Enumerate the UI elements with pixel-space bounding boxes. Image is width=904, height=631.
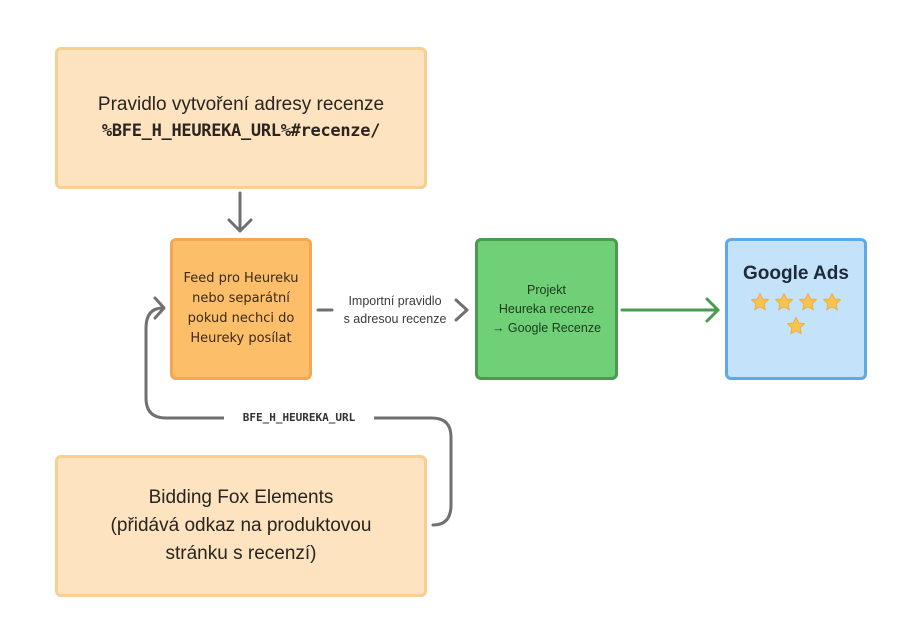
star-icon <box>750 292 770 311</box>
google-ads-node: Google Ads <box>725 238 867 380</box>
edge-label-import-rule: Importní pravidlo s adresou recenze <box>330 292 460 328</box>
rule-template: %BFE_H_HEUREKA_URL%#recenze/ <box>101 121 381 141</box>
star-icon <box>774 292 794 311</box>
bfe-text-line: (přidává odkaz na produktovou <box>110 515 372 536</box>
feed-text-line: pokud nechci do <box>187 311 295 326</box>
project-text-line: Projekt <box>527 282 566 297</box>
bfe-node: Bidding Fox Elements (přidává odkaz na p… <box>55 455 427 597</box>
rule-node: Pravidlo vytvoření adresy recenze %BFE_H… <box>55 47 427 189</box>
edge-label-line: s adresou recenze <box>343 312 447 326</box>
star-icon <box>822 292 842 311</box>
project-node: Projekt Heureka recenze → Google Recenze <box>475 238 618 380</box>
feed-text-line: Heureky posílat <box>190 331 292 346</box>
feed-text-line: nebo separátní <box>192 291 290 306</box>
arrow-project-to-ads <box>620 297 720 323</box>
edge-label-line: Importní pravidlo <box>348 294 442 308</box>
arrow-rule-to-feed <box>227 191 253 233</box>
rule-title: Pravidlo vytvoření adresy recenze <box>97 94 385 115</box>
star-icon <box>798 292 818 311</box>
star-rating <box>746 290 846 338</box>
project-text-line: Heureka recenze <box>498 301 595 316</box>
feed-node: Feed pro Heureku nebo separátní pokud ne… <box>170 238 312 380</box>
project-text-line: → Google Recenze <box>491 320 602 335</box>
feed-text-line: Feed pro Heureku <box>183 271 299 286</box>
bfe-text-line: Bidding Fox Elements <box>148 487 334 508</box>
google-ads-title: Google Ads <box>743 263 849 284</box>
bfe-text-line: stránku s recenzí) <box>165 543 317 564</box>
edge-label-bfe-url: BFE_H_HEUREKA_URL <box>224 410 374 426</box>
star-icon <box>786 316 806 335</box>
